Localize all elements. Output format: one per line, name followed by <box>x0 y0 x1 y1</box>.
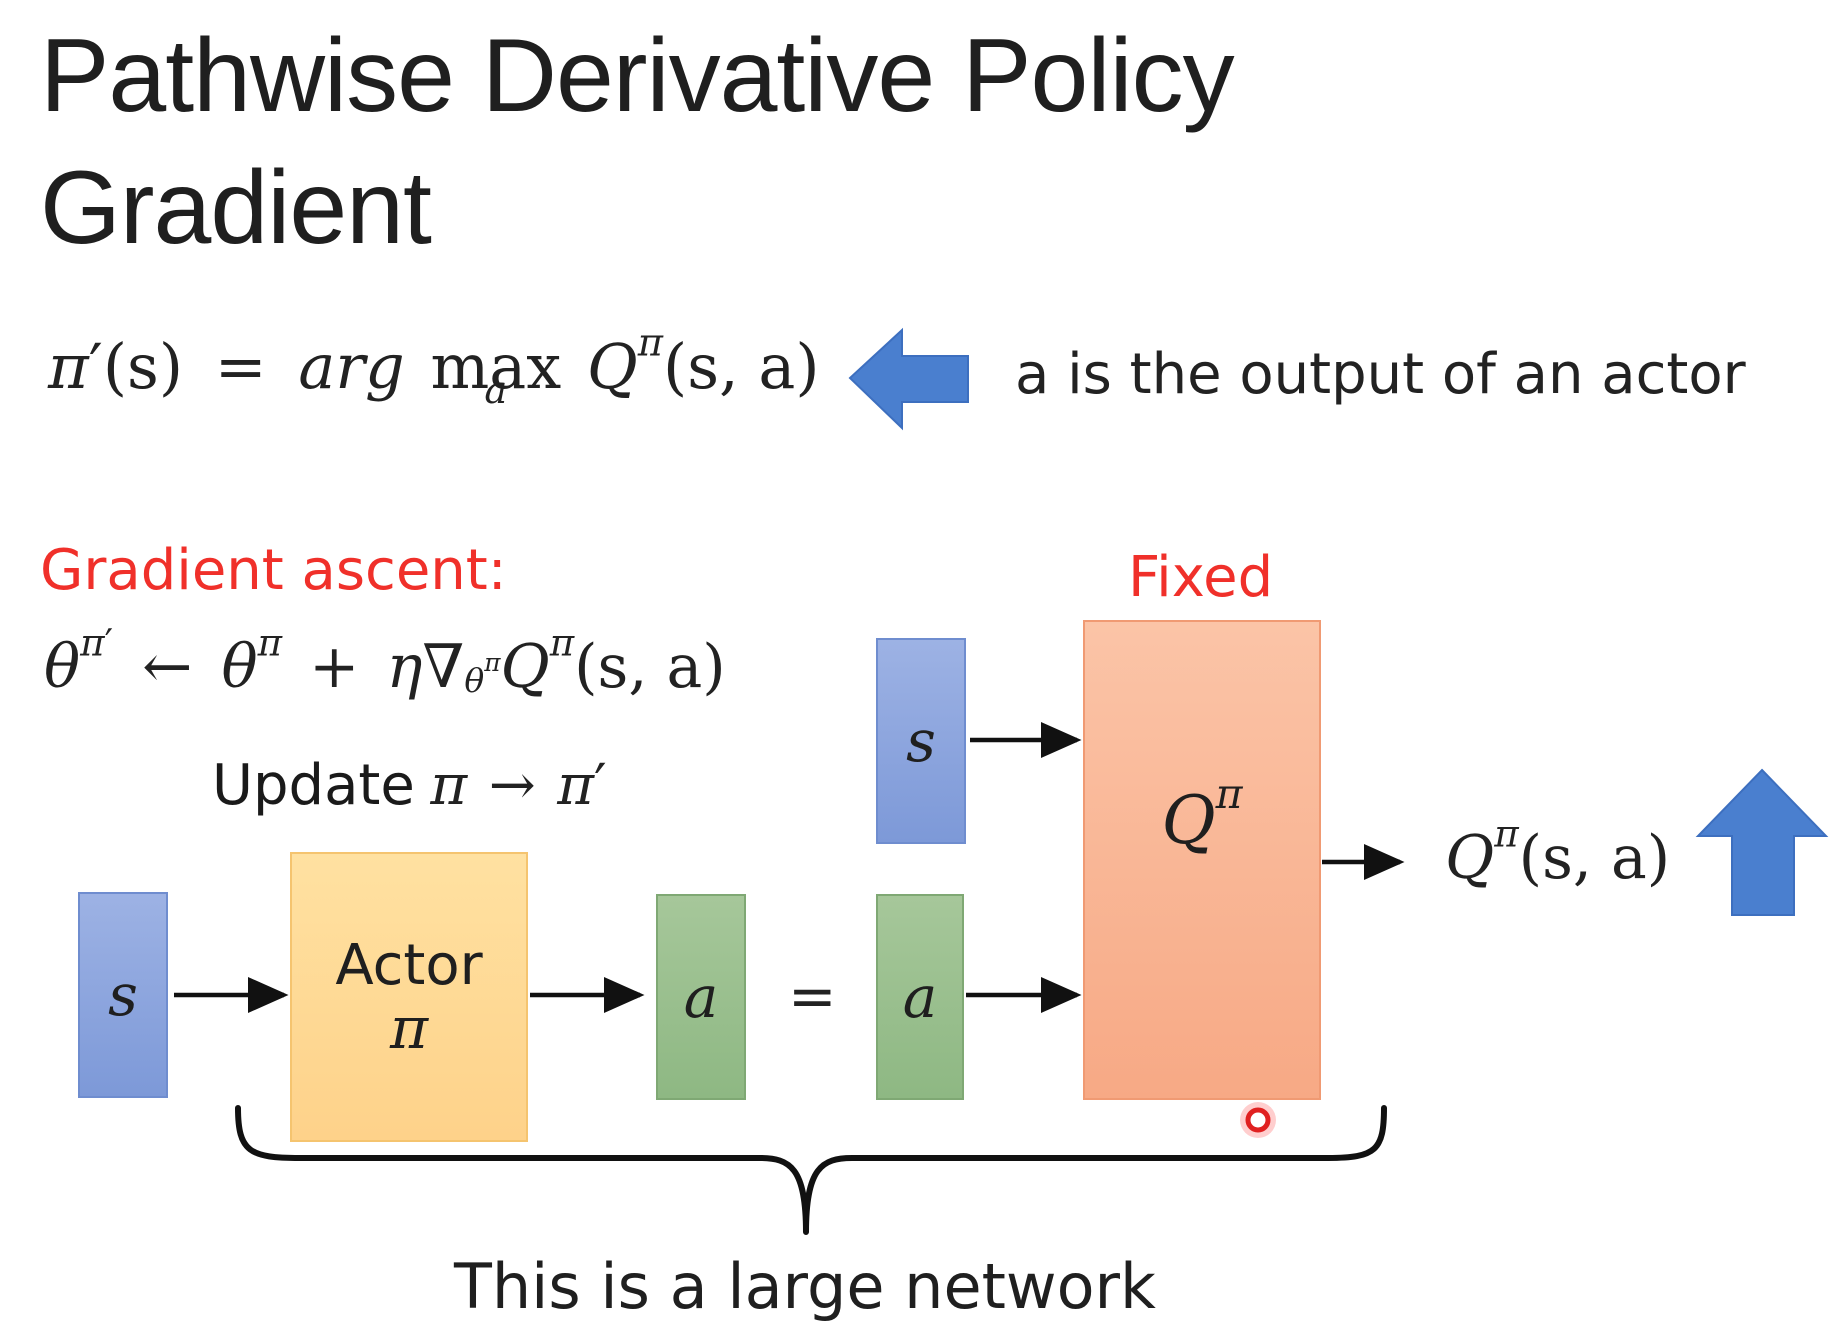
formula-lhs-args: (s) <box>102 330 184 403</box>
output-q-args: (s, a) <box>1518 823 1671 893</box>
critic-q-block: Qπ <box>1083 620 1321 1100</box>
state-left-label: s <box>108 961 138 1029</box>
critic-q-label: Qπ <box>1161 773 1243 859</box>
update-pi-new: π <box>557 753 595 818</box>
grad-eta-nabla: η∇ <box>386 632 465 702</box>
actor-output-annotation: a is the output of an actor <box>1015 342 1746 407</box>
critic-q-letter: Q <box>1161 781 1216 859</box>
state-input-block-right: s <box>876 638 966 844</box>
grad-q-sup: π <box>549 620 575 665</box>
formula-max-text: max <box>430 330 562 403</box>
grad-theta-sup-prime: ′ <box>104 620 114 665</box>
grad-theta: θ <box>44 632 81 702</box>
grad-plus: + <box>309 632 360 702</box>
formula-q-superscript: π <box>637 320 663 366</box>
update-arrow: → <box>488 753 536 818</box>
update-pi: π <box>430 753 468 818</box>
action-input-label: a <box>902 963 938 1031</box>
update-prime: ′ <box>594 753 607 818</box>
network-brace <box>235 1105 1387 1235</box>
grad-nabla-subscript: θπ <box>464 650 500 700</box>
update-policy-text: Update π → π′ <box>212 752 607 818</box>
grad-q: Q <box>500 632 550 702</box>
grad-q-args: (s, a) <box>574 632 726 702</box>
equals-sign: = <box>788 962 837 1030</box>
gradient-update-formula: θπ′ ← θπ + η∇θπQπ(s, a) <box>44 624 726 702</box>
formula-equals: = <box>214 330 267 403</box>
gradient-ascent-label: Gradient ascent: <box>40 538 507 603</box>
slide-title-line-1: Pathwise Derivative Policy <box>40 18 1235 134</box>
action-input-block: a <box>876 894 964 1100</box>
formula-q: Q <box>586 330 638 403</box>
slide-title: Pathwise Derivative Policy Gradient <box>40 10 1235 274</box>
state-right-label: s <box>906 707 936 775</box>
laser-pointer-ring-icon <box>1245 1107 1271 1133</box>
grad-theta-sup-pi: π <box>80 620 105 665</box>
grad-sub-theta: θ <box>464 660 485 700</box>
grad-theta-2-sup: π <box>257 620 283 665</box>
formula-max-subscript: a <box>484 368 508 414</box>
formula-arg: arg <box>298 330 405 403</box>
actor-pi: π <box>389 994 429 1062</box>
fixed-label: Fixed <box>1128 545 1274 610</box>
actor-word: Actor <box>335 933 483 998</box>
up-arrow-icon <box>1695 768 1829 916</box>
slide-title-line-2: Gradient <box>40 150 432 266</box>
update-word: Update <box>212 753 415 818</box>
output-q-sup: π <box>1494 811 1519 856</box>
critic-q-sup: π <box>1215 769 1243 818</box>
large-network-label: This is a large network <box>454 1250 1156 1323</box>
grad-left-arrow: ← <box>142 632 193 702</box>
left-arrow-icon <box>848 327 969 431</box>
action-output-label: a <box>683 963 719 1031</box>
grad-sub-pi: π <box>484 647 501 677</box>
action-output-block: a <box>656 894 746 1100</box>
critic-output: Qπ(s, a) <box>1445 815 1671 893</box>
formula-q-args: (s, a) <box>663 330 820 403</box>
actor-block: Actor π <box>290 852 528 1142</box>
formula-prime: ′ <box>88 330 103 403</box>
output-q: Q <box>1445 823 1495 893</box>
grad-theta-2: θ <box>221 632 258 702</box>
grad-theta-sup: π′ <box>80 620 113 664</box>
formula-pi: π <box>48 330 89 403</box>
state-input-block-left: s <box>78 892 168 1098</box>
